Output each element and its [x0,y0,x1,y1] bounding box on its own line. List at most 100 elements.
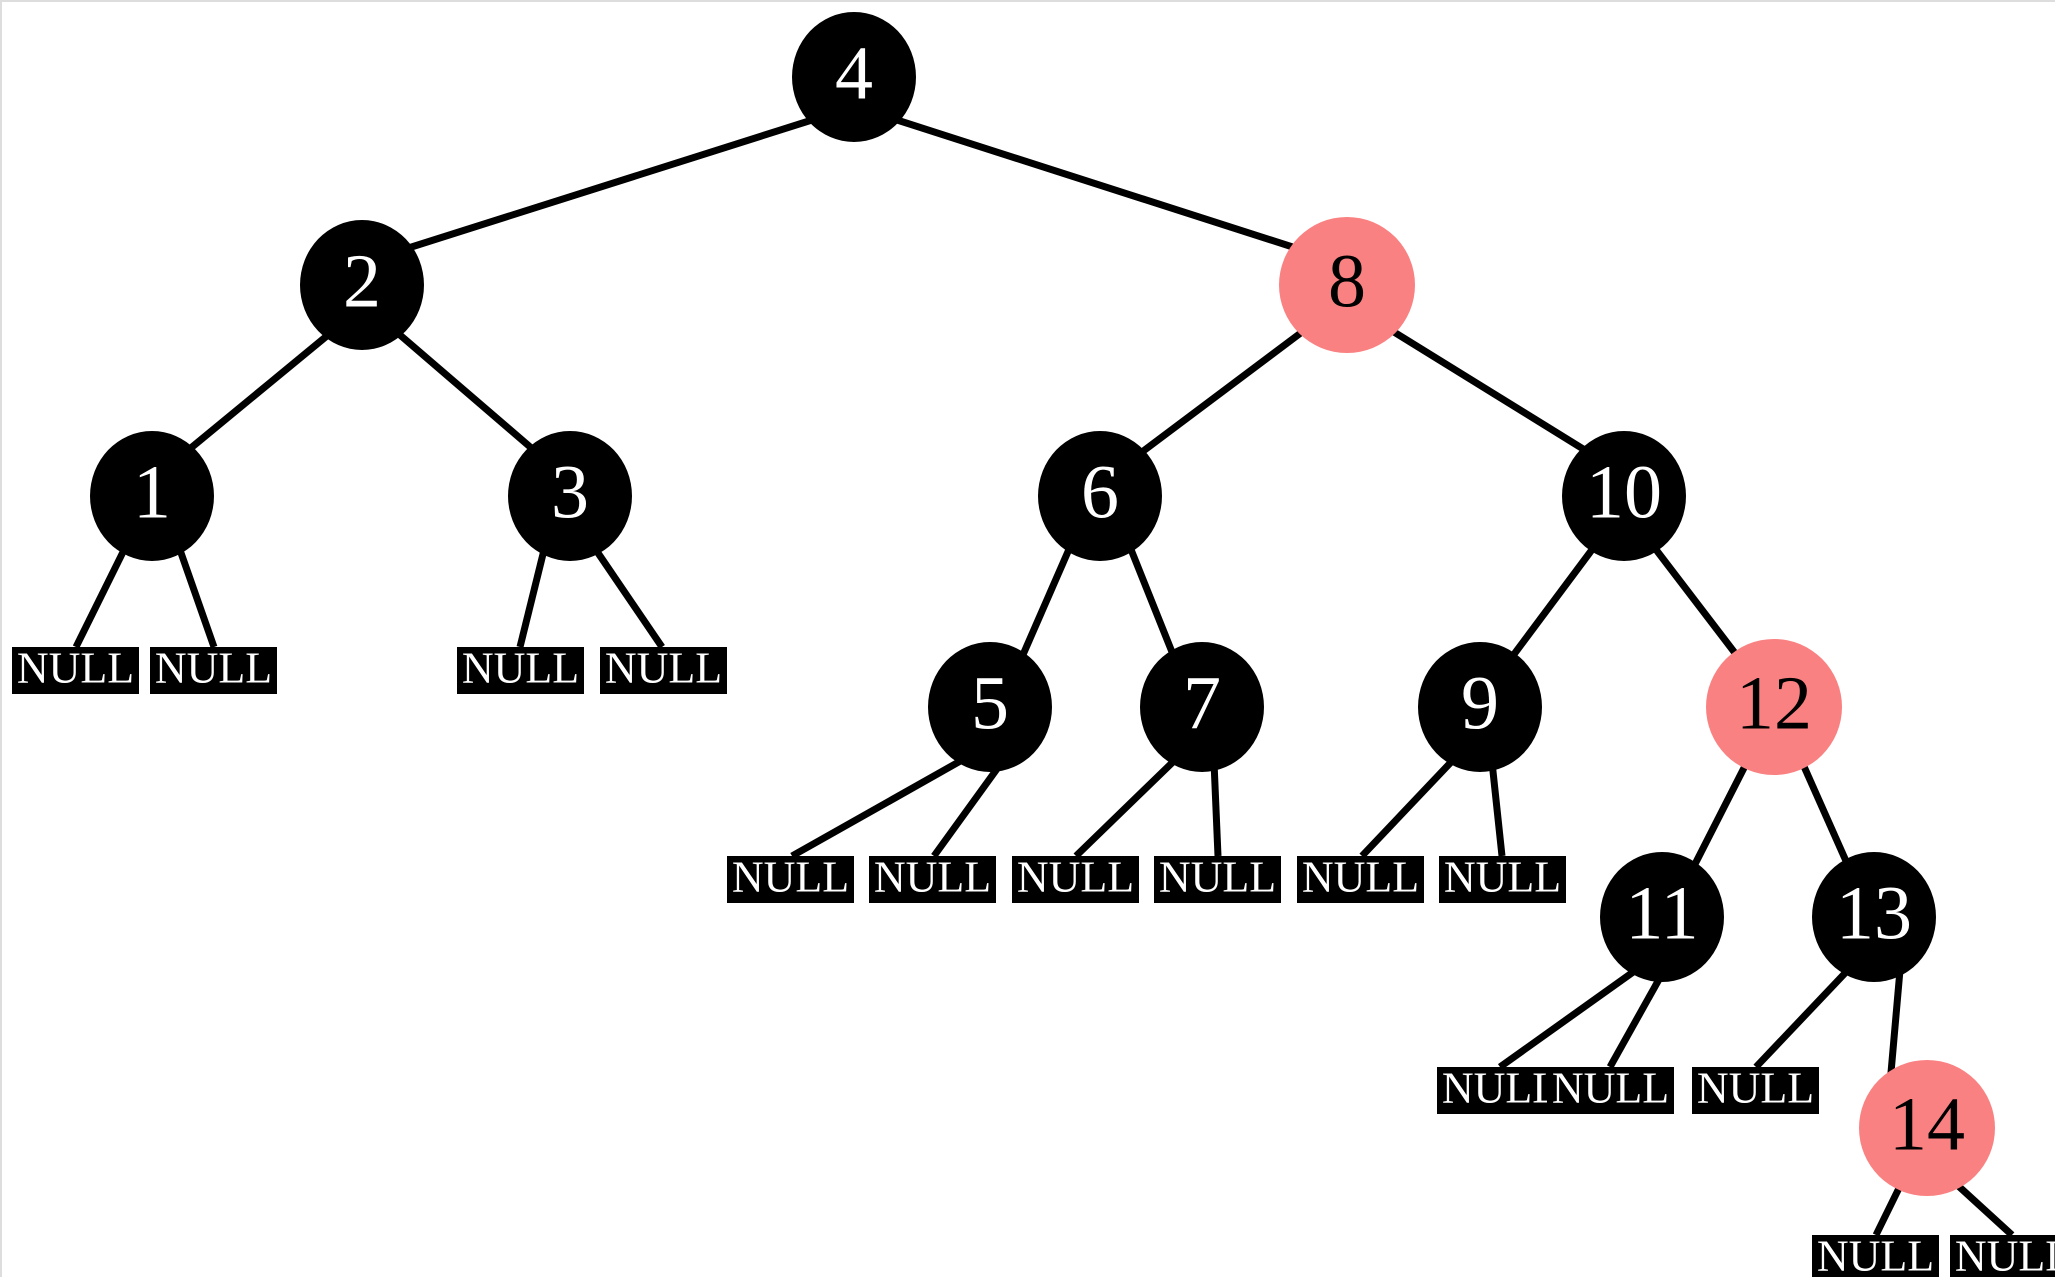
tree-edge [1497,967,1639,1070]
null-leaf-label: NULL [1552,1064,1669,1113]
null-leaf-box [1154,856,1281,903]
null-leaf-label: NULL [1444,853,1561,902]
null-leaf-label: NULL [155,644,272,693]
tree-edge [1392,329,1590,455]
tree-node-circle[interactable] [1140,642,1264,772]
null-leaf-label: NULL [1955,1232,2055,1277]
tree-node-circle[interactable] [1279,217,1415,353]
tree-edge [593,548,665,649]
null-leaf-label: NULL [732,853,849,902]
tree-node-label: 3 [551,450,589,534]
tree-node-label: 5 [971,661,1009,745]
null-leaf: NULL [1439,853,1566,903]
null-leaf: NULL [1950,1232,2055,1277]
null-leaf-label: NULL [874,853,991,902]
null-leaf: NULL [150,644,277,694]
null-leaf: NULL [1692,1064,1819,1114]
null-leaf-box [600,647,727,694]
tree-node-3[interactable]: 3 [508,431,632,561]
tree-edges-layer [72,116,2015,1238]
null-leaf-box [1297,856,1424,903]
tree-edge [1688,760,1751,872]
tree-node-label: 12 [1736,661,1812,745]
tree-node-label: 11 [1625,871,1698,955]
tree-node-circle[interactable] [300,220,424,350]
tree-node-9[interactable]: 9 [1418,642,1542,772]
tree-edge [183,332,331,455]
tree-edge [895,116,1304,254]
tree-node-label: 1 [133,450,171,534]
tree-edge [1210,761,1222,857]
tree-node-circle[interactable] [1038,431,1162,561]
tree-edge [1018,545,1074,659]
tree-node-circle[interactable] [1600,852,1724,982]
null-leaf-box [1437,1067,1564,1114]
tree-edge [176,548,218,649]
tree-edge [1798,760,1854,872]
tree-node-6[interactable]: 6 [1038,431,1162,561]
tree-node-12[interactable]: 12 [1706,639,1842,775]
null-leaf-label: NULL [462,644,579,693]
tree-edge [72,548,128,649]
tree-node-circle[interactable] [1706,639,1842,775]
tree-edge [1359,756,1457,859]
tree-node-10[interactable]: 10 [1562,431,1686,561]
tree-node-circle[interactable] [508,431,632,561]
tree-node-circle[interactable] [1859,1060,1995,1196]
tree-node-label: 9 [1461,661,1499,745]
tree-edge [1951,1179,2015,1238]
null-leaf-label: NULL [1302,853,1419,902]
null-leaf-box [727,856,854,903]
tree-node-11[interactable]: 11 [1600,852,1724,982]
tree-node-4[interactable]: 4 [792,12,916,142]
null-leaf: NULL [1012,853,1139,903]
null-leaf: NULL [1437,1064,1564,1114]
null-leaf-label: NULL [1442,1064,1559,1113]
tree-node-label: 7 [1183,661,1221,745]
null-leaf: NULL [1812,1232,1939,1277]
tree-node-1[interactable]: 1 [90,431,214,561]
tree-node-label: 8 [1328,239,1366,323]
null-leaf-box [1812,1235,1939,1277]
tree-node-circle[interactable] [792,12,916,142]
tree-node-13[interactable]: 13 [1812,852,1936,982]
tree-node-label: 14 [1889,1082,1965,1166]
tree-node-14[interactable]: 14 [1859,1060,1995,1196]
tree-node-label: 10 [1586,450,1662,534]
null-leaf: NULL [600,644,727,694]
tree-node-circle[interactable] [1562,431,1686,561]
tree-edge [1488,761,1506,857]
tree-edge [1872,1180,1906,1237]
null-leaf: NULL [1154,853,1281,903]
null-leaf-box [12,647,139,694]
tree-node-circle[interactable] [1418,642,1542,772]
null-leaf-box [1950,1235,2055,1277]
tree-node-8[interactable]: 8 [1279,217,1415,353]
null-leaf: NULL [1297,853,1424,903]
tree-node-circle[interactable] [928,642,1052,772]
tree-edge [1073,756,1179,859]
null-leaf-label: NULL [1017,853,1134,902]
null-leaf: NULL [869,853,996,903]
null-leaf: NULL [727,853,854,903]
null-leaf-box [1439,856,1566,903]
null-leaf-box [1692,1067,1819,1114]
tree-node-7[interactable]: 7 [1140,642,1264,772]
null-leaf-label: NULL [1159,853,1276,902]
tree-node-2[interactable]: 2 [300,220,424,350]
null-leaf-box [1012,856,1139,903]
tree-edge [1651,544,1741,660]
null-leaf-box [869,856,996,903]
null-leaf-label: NULL [605,644,722,693]
tree-edge [1606,972,1666,1069]
tree-node-label: 4 [835,31,873,115]
tree-edge [1753,967,1851,1070]
tree-edge [400,116,814,254]
tree-edge [1139,329,1305,455]
tree-node-circle[interactable] [90,431,214,561]
tree-node-circle[interactable] [1812,852,1936,982]
tree-node-5[interactable]: 5 [928,642,1052,772]
